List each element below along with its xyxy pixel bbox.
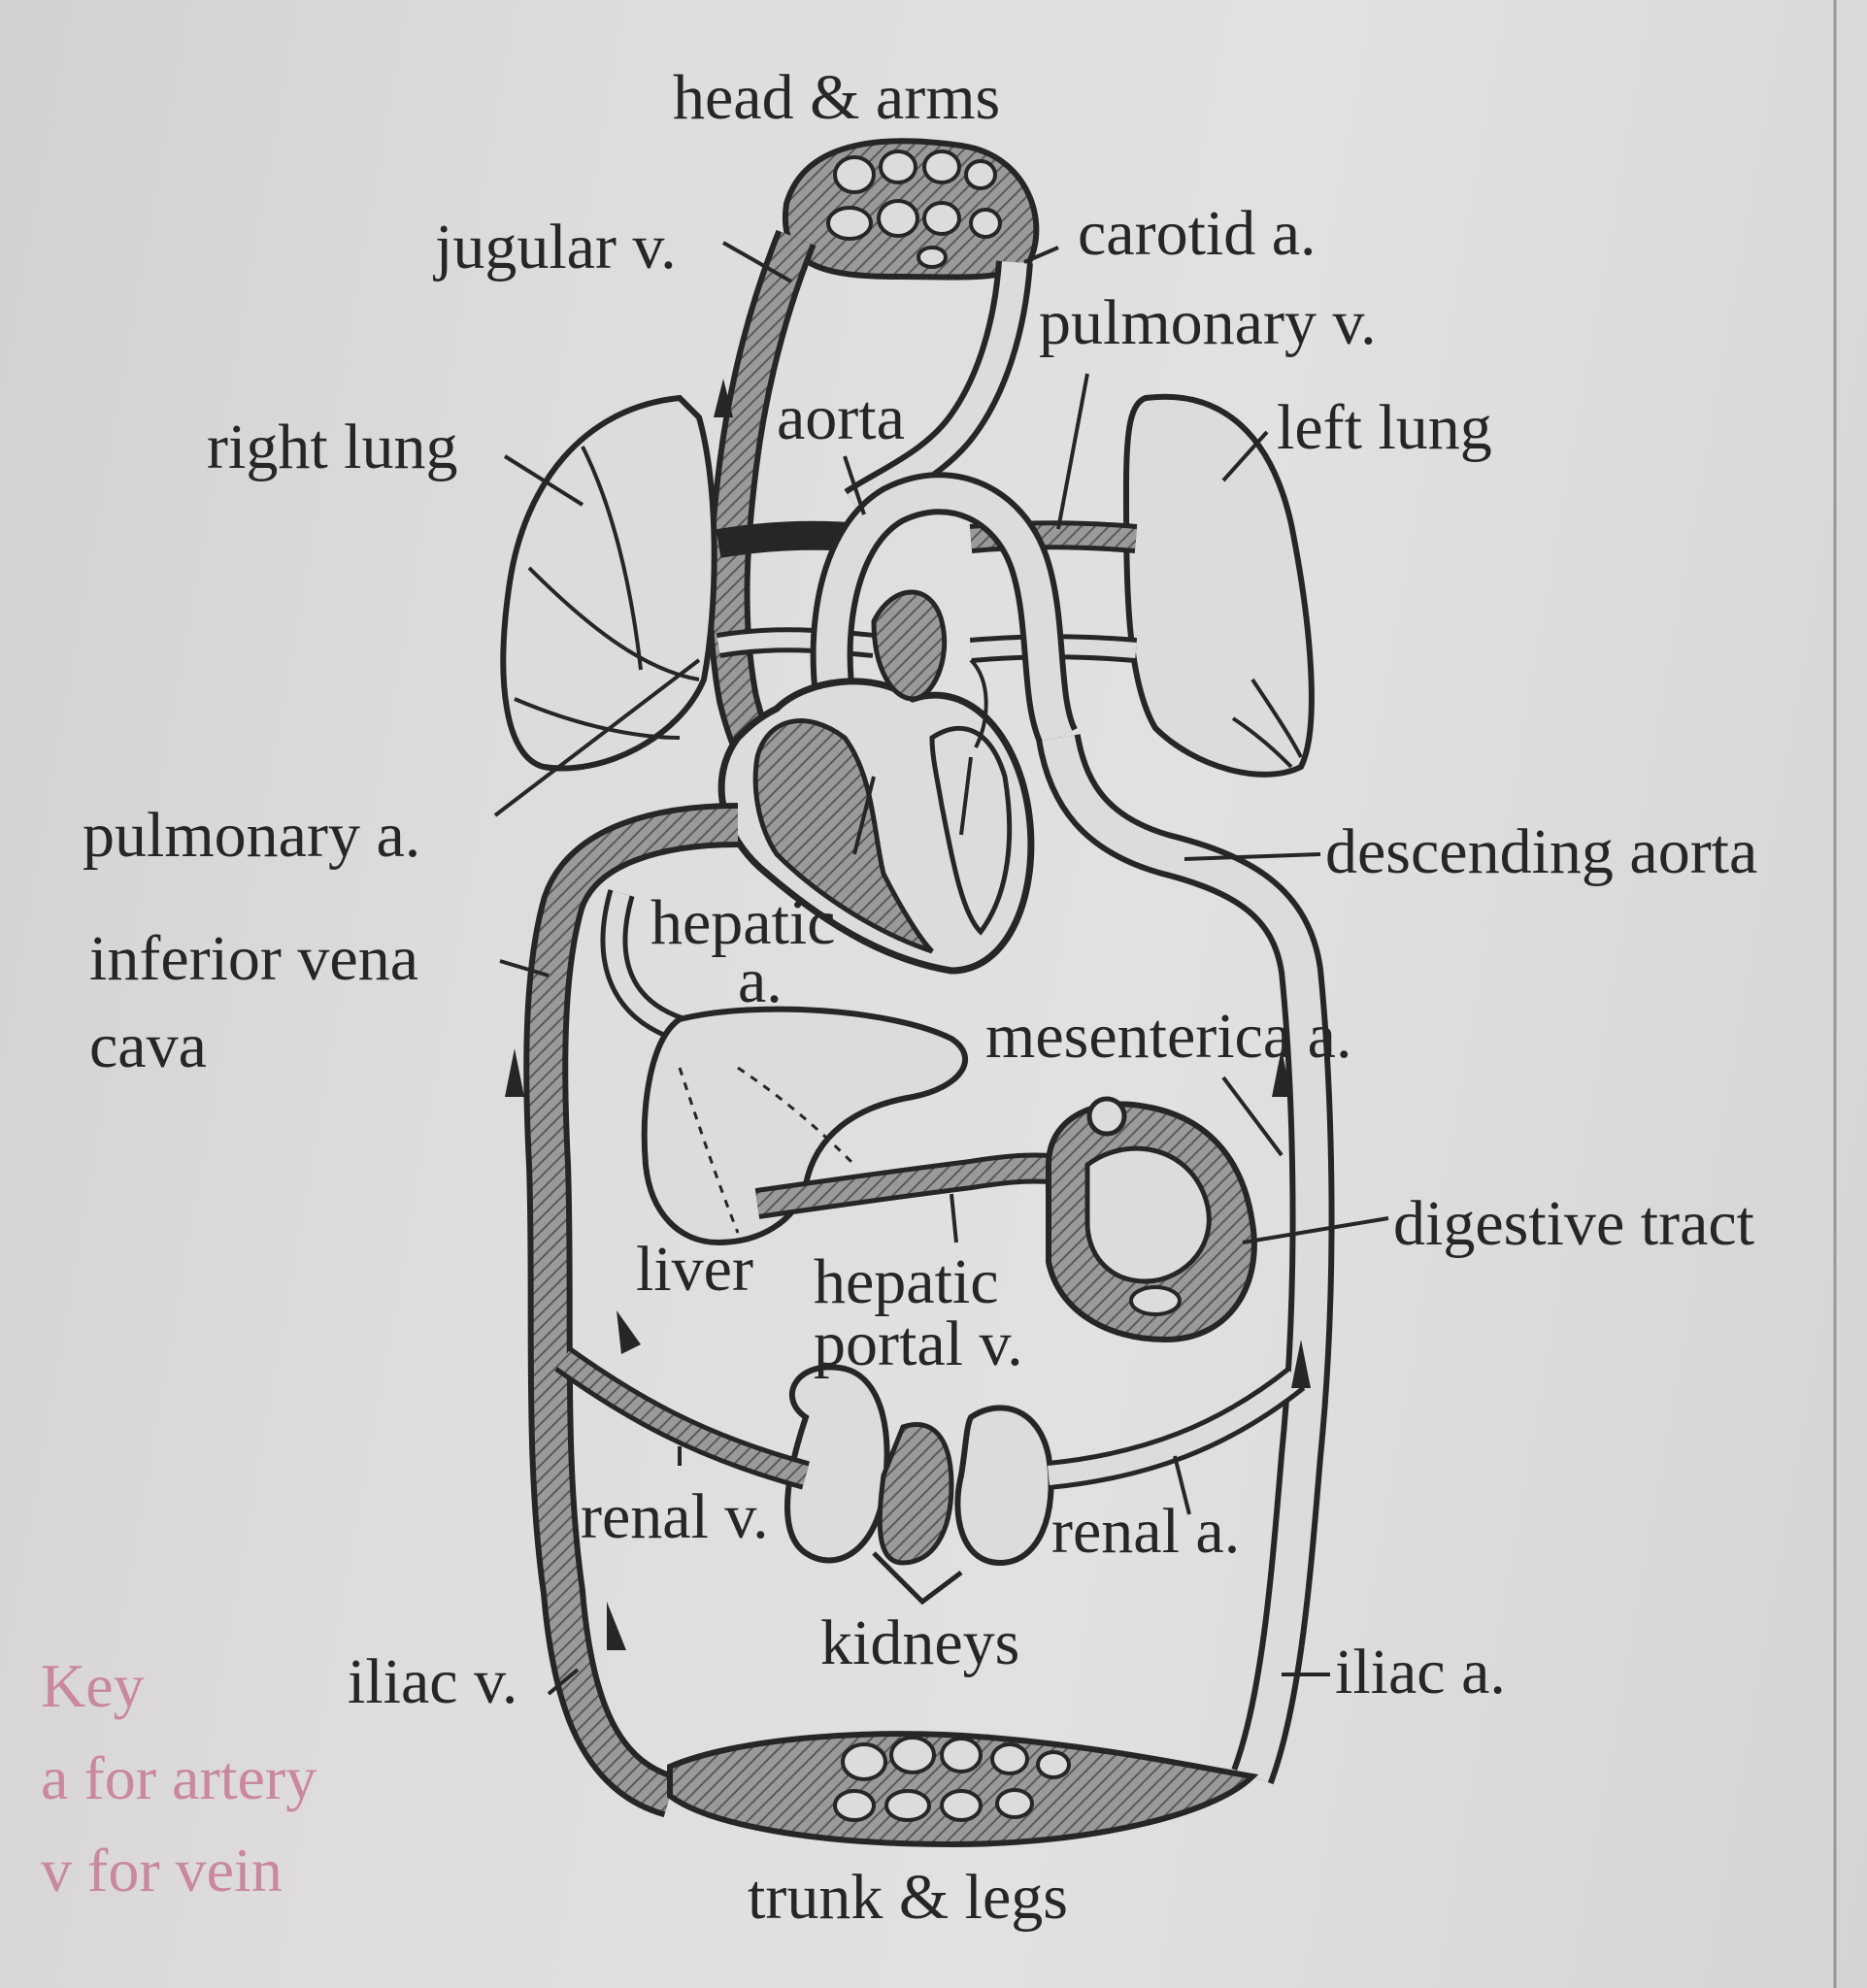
- key-vein: v for vein: [41, 1836, 283, 1905]
- head-capillary-bed: [782, 138, 1040, 281]
- label-iliac-vein: iliac v.: [348, 1646, 518, 1717]
- label-hepatic-portal-vein-2: portal v.: [814, 1309, 1023, 1379]
- key-title: Key: [41, 1651, 145, 1720]
- label-pulmonary-vein: pulmonary v.: [1039, 287, 1377, 358]
- key-artery: a for artery: [41, 1743, 317, 1812]
- inferior-vena-cava: [529, 809, 739, 1812]
- trunk-capillary-bed: [667, 1731, 1259, 1848]
- aortic-arch: [816, 478, 1073, 782]
- label-trunk-legs: trunk & legs: [748, 1862, 1068, 1933]
- heart: [717, 589, 1035, 975]
- label-iliac-artery: iliac a.: [1335, 1637, 1506, 1707]
- label-hepatic-artery: hepatic: [650, 887, 836, 958]
- label-pulmonary-artery: pulmonary a.: [83, 800, 421, 871]
- label-hepatic-artery-abbrev: a.: [738, 945, 783, 1016]
- label-mesenterica-artery: mesenterica a.: [985, 1001, 1352, 1072]
- left-lung: [1122, 393, 1315, 778]
- label-renal-vein: renal v.: [581, 1481, 769, 1552]
- label-renal-artery: renal a.: [1051, 1496, 1241, 1567]
- renal-artery: [1048, 1371, 1303, 1485]
- label-left-lung: left lung: [1277, 392, 1492, 463]
- label-inferior-vena-cava: inferior vena: [89, 923, 418, 994]
- liver: [641, 1006, 969, 1246]
- label-descending-aorta: descending aorta: [1325, 816, 1758, 887]
- label-digestive-tract: digestive tract: [1393, 1188, 1755, 1259]
- label-jugular-vein: jugular v.: [435, 212, 677, 282]
- label-inferior-vena-cava-2: cava: [89, 1011, 207, 1081]
- label-hepatic-portal-vein: hepatic: [814, 1246, 999, 1317]
- label-carotid-artery: carotid a.: [1078, 198, 1317, 269]
- label-aorta: aorta: [777, 382, 905, 453]
- label-head-arms: head & arms: [673, 62, 1001, 133]
- leader-lines: [493, 241, 1389, 1696]
- flow-arrows: [505, 379, 1311, 1650]
- label-right-lung: right lung: [207, 412, 458, 482]
- digestive-tract: [1046, 1096, 1257, 1343]
- descending-aorta: [1042, 734, 1329, 1782]
- kidneys: [784, 1364, 1054, 1606]
- hepatic-artery: [605, 890, 683, 1038]
- label-kidneys: kidneys: [820, 1607, 1020, 1678]
- right-lung: [500, 394, 717, 772]
- label-liver: liver: [636, 1234, 753, 1305]
- renal-vein: [557, 1350, 809, 1485]
